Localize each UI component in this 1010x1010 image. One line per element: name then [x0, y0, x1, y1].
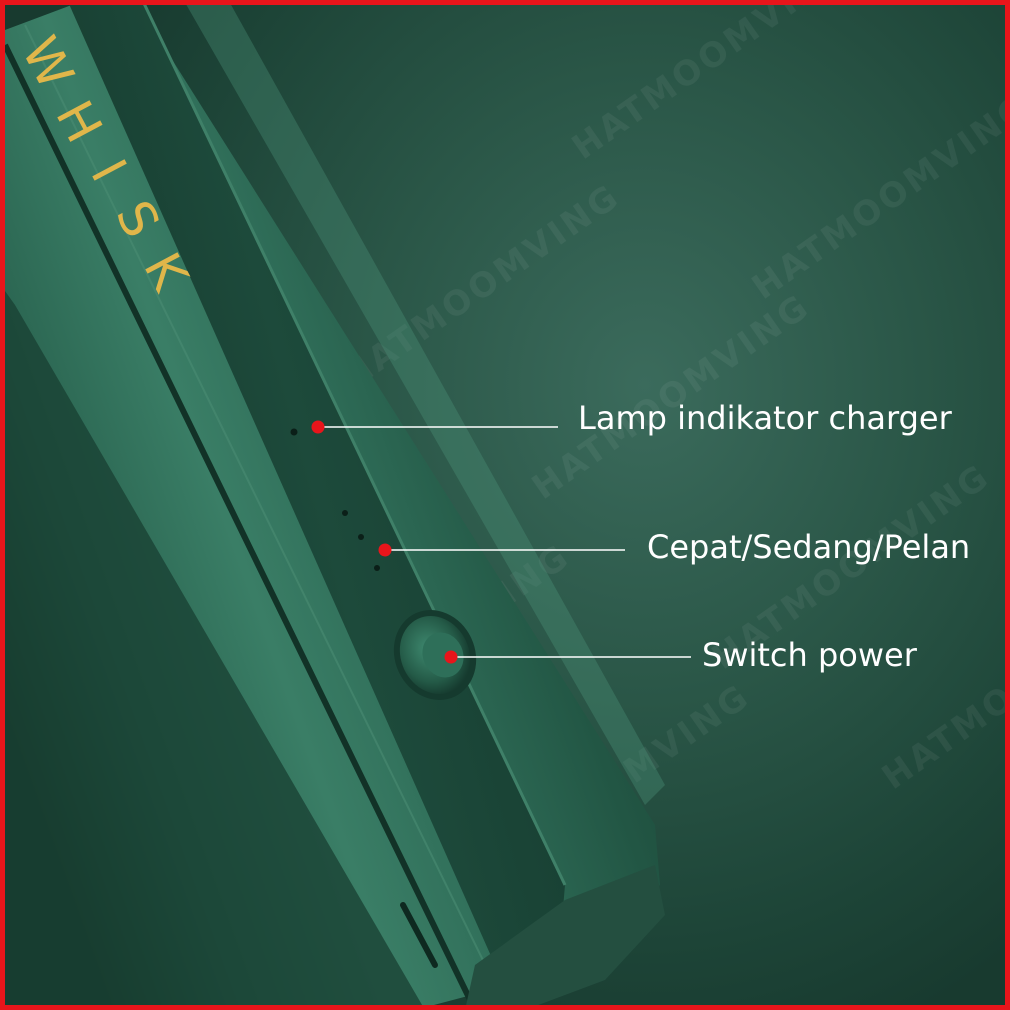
callout-dot — [311, 420, 325, 434]
power-switch-knob — [393, 610, 477, 700]
callout-label-switch-power: Switch power — [702, 636, 917, 674]
callout-label-charger-lamp: Lamp indikator charger — [578, 399, 952, 437]
speed-indicator-lamp — [358, 534, 364, 540]
charger-indicator-lamp — [290, 428, 298, 436]
channel-edge — [143, 5, 567, 886]
callout-label-speed: Cepat/Sedang/Pelan — [647, 528, 971, 566]
whisk-bottom-cap — [466, 865, 665, 1005]
body-groove — [24, 24, 501, 996]
body-groove — [5, 43, 476, 1005]
bottom-slot — [400, 902, 438, 968]
whisk-body-highlight — [186, 5, 665, 805]
product-illustration: W H I S K — [5, 5, 691, 1005]
speed-indicator-lamp — [374, 565, 380, 571]
whisk-body-shadow — [5, 291, 423, 1005]
callout-dot — [444, 650, 458, 664]
speed-indicator-lamp — [342, 510, 348, 516]
callout-dot — [378, 543, 392, 557]
control-channel — [69, 5, 565, 965]
